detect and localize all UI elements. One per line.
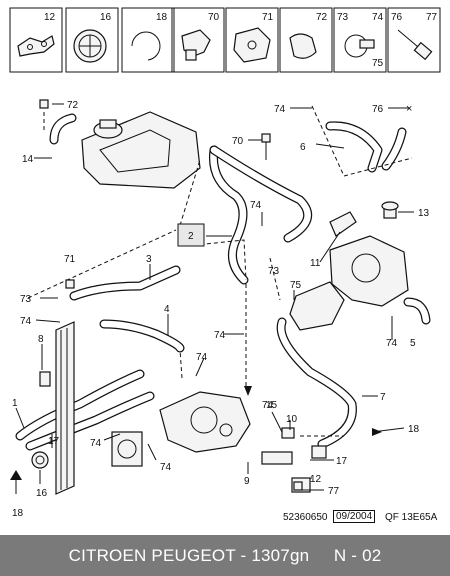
callout-6: 6	[300, 142, 306, 153]
expansion-tank	[81, 111, 201, 189]
callout-70: 70	[232, 136, 244, 147]
callout-1: 1	[12, 398, 18, 409]
callout-71: 71	[64, 254, 76, 265]
callout-16: 16	[36, 488, 48, 499]
callout-74-left: 74	[20, 316, 32, 327]
callout-18-left: 18	[12, 508, 24, 519]
callout-12: 12	[310, 474, 322, 485]
callout-14: 14	[22, 154, 34, 165]
callout-4: 4	[164, 304, 170, 315]
oil-cooler	[111, 431, 143, 467]
top-label-77: 77	[426, 12, 438, 23]
ref-square-70	[261, 133, 271, 143]
callout-3: 3	[146, 254, 152, 265]
callout-74-centre: 74	[214, 330, 226, 341]
ref-square-71	[65, 279, 75, 289]
thermostat-housing	[289, 201, 409, 331]
hoses	[15, 113, 431, 451]
reference-date: 09/2004	[333, 510, 376, 523]
callout-2-box	[177, 223, 205, 247]
assembly-lines	[27, 105, 413, 437]
callout-74-mid: 74	[250, 200, 262, 211]
water-pump	[159, 391, 251, 453]
top-label-72: 72	[316, 12, 328, 23]
top-label-75: 75	[372, 58, 384, 69]
leader-lines	[15, 103, 414, 494]
callout-74-right: 74	[386, 338, 398, 349]
callout-8: 8	[38, 334, 44, 345]
top-label-70: 70	[208, 12, 220, 23]
reference-code: QF 13E65A	[385, 512, 438, 523]
top-parts-row: 12 16 18 70 71 72 73 74 75 76 77	[9, 7, 441, 73]
cross-marker-icon: ×	[406, 103, 412, 115]
reference-number: 52360650	[283, 512, 328, 523]
top-label-12: 12	[44, 12, 56, 23]
callout-15: 15	[266, 400, 278, 411]
footer-banner: CITROEN PEUGEOT - 1307gn N - 02	[0, 535, 450, 576]
callout-17-left: 17	[48, 436, 60, 447]
callout-2: 2	[188, 231, 194, 242]
callout-74-cooler: 74	[90, 438, 102, 449]
top-label-71: 71	[262, 12, 274, 23]
top-label-73: 73	[337, 12, 349, 23]
callout-74-top: 74	[274, 104, 286, 115]
top-label-74: 74	[372, 12, 384, 23]
callout-75: 75	[290, 280, 302, 291]
parts-diagram: 12 16 18 70 71 72 73 74 75 76 77	[9, 7, 441, 519]
callout-72: 72	[67, 100, 79, 111]
callout-73-right: 73	[268, 266, 280, 277]
callout-17-right: 17	[336, 456, 348, 467]
top-label-76: 76	[391, 12, 403, 23]
callout-11: 11	[310, 258, 321, 269]
callout-74-bottom: 74	[160, 462, 172, 473]
callout-77: 77	[328, 486, 340, 497]
callout-labels: 72 14 70 74 76 6 13 2 74 11 71 3 73 73 7…	[12, 100, 430, 519]
callout-74-pump: 74	[196, 352, 208, 363]
arrow-up-icon	[10, 470, 22, 480]
pump-seal	[31, 451, 49, 469]
callout-9: 9	[244, 476, 250, 487]
callout-5: 5	[410, 338, 416, 349]
ref-square-12	[293, 481, 303, 491]
top-label-16: 16	[100, 12, 112, 23]
block-part-icon	[233, 27, 271, 63]
callout-7: 7	[380, 392, 386, 403]
radiator	[39, 321, 75, 495]
footer-text: CITROEN PEUGEOT - 1307gn N - 02	[68, 545, 382, 565]
callout-73-left: 73	[20, 294, 32, 305]
callout-76: 76	[372, 104, 384, 115]
bracket-part-icon	[17, 35, 55, 57]
clip-ring-icon	[131, 31, 161, 61]
arrow-down-icon	[244, 386, 252, 396]
callout-10: 10	[286, 414, 298, 425]
callout-74-lower: 74	[262, 400, 274, 411]
arrow-right-icon	[372, 428, 382, 436]
top-label-18: 18	[156, 12, 168, 23]
reference-markers: ×	[10, 99, 412, 491]
callout-13: 13	[418, 208, 430, 219]
callout-18-right: 18	[408, 424, 420, 435]
hose-clip-icon	[289, 33, 317, 59]
ref-square-72	[39, 99, 49, 109]
